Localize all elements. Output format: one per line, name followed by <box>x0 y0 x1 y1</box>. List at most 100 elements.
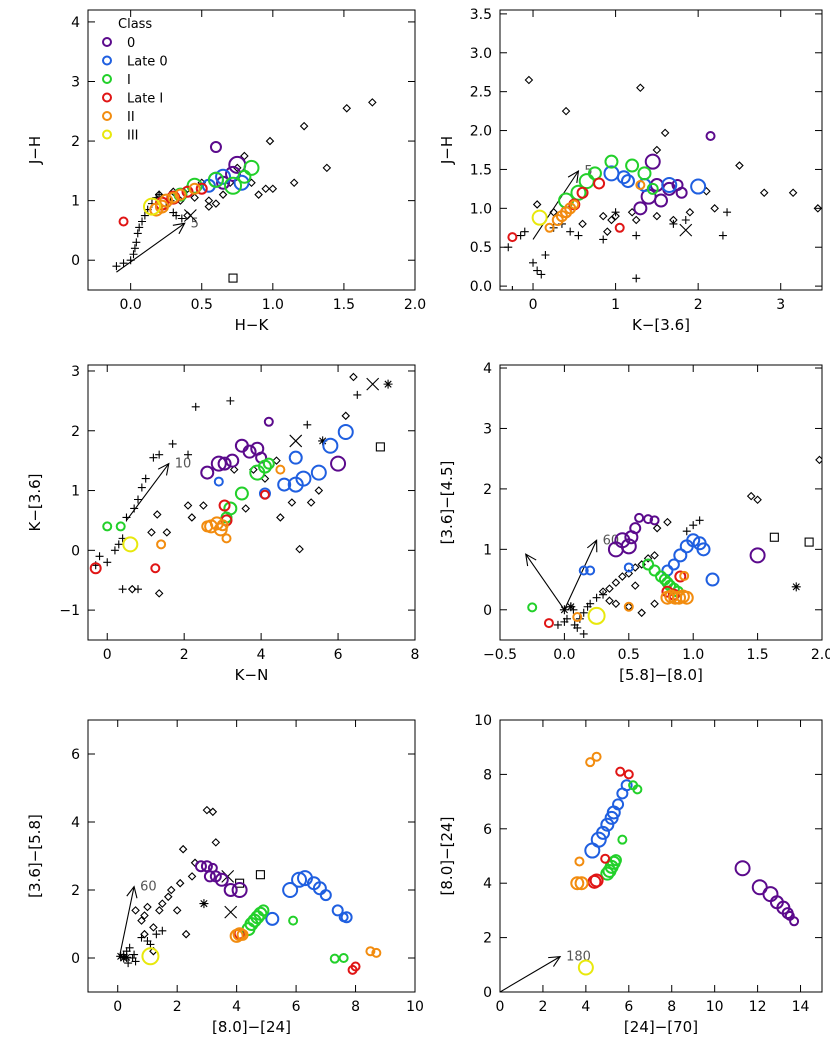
plus-point <box>149 453 158 462</box>
plus-point <box>184 450 193 459</box>
x-tick-label: 2 <box>173 999 182 1015</box>
plus-point <box>537 270 546 279</box>
class-late-i-point <box>543 618 554 629</box>
class-late-i-point <box>614 222 625 233</box>
class-0-point <box>644 153 661 170</box>
class-ii-point <box>275 464 286 475</box>
diamond-point <box>211 838 221 847</box>
class-i-point <box>600 866 615 881</box>
plus-point <box>516 231 525 240</box>
asterisk-point <box>566 602 576 612</box>
square-point <box>255 870 265 880</box>
x-tick-label: 14 <box>792 999 810 1015</box>
plus-point <box>172 211 181 220</box>
plus-point <box>695 516 704 525</box>
x-tick-label: 1.0 <box>682 647 704 663</box>
diamond-point <box>598 211 608 221</box>
y-tick-label: 4 <box>71 15 80 31</box>
plus-point <box>140 211 149 220</box>
extinction-arrow-label: 180 <box>566 950 591 965</box>
class-late-0-point <box>690 178 707 195</box>
diamond-point <box>663 517 672 527</box>
diamond-point <box>202 805 212 815</box>
class-0-point <box>629 522 642 535</box>
extinction-arrow-head <box>525 553 537 567</box>
y-axis-label: [3.6]−[5.8] <box>26 814 44 898</box>
x-tick-label: 4 <box>232 999 241 1015</box>
diamond-point <box>618 572 627 581</box>
class-late-0-point <box>600 817 615 832</box>
x-tick-label: 8 <box>667 999 676 1015</box>
class-ii-point <box>371 947 382 958</box>
diamond-point <box>147 528 156 537</box>
diamond-point <box>143 902 152 912</box>
class-0-point <box>634 512 645 523</box>
class-late-i-point <box>218 499 231 512</box>
extinction-arrow-head <box>548 955 562 967</box>
class-late-i-point <box>615 766 626 777</box>
diamond-point <box>342 104 352 113</box>
x-tick-label: 0 <box>529 297 538 313</box>
class-i-point <box>243 159 260 176</box>
plus-point <box>592 593 601 602</box>
class-late-i-point <box>576 186 589 199</box>
y-tick-label: 2 <box>71 424 80 440</box>
y-tick-label: 4 <box>71 815 80 831</box>
x-tick-label: 0 <box>496 999 505 1015</box>
x-tick-label: 1.5 <box>746 647 768 663</box>
class-i-point <box>527 602 538 613</box>
plus-point <box>689 521 698 530</box>
data-layer: 60 <box>116 805 382 975</box>
class-0-point <box>734 860 751 877</box>
diamond-point <box>131 906 140 915</box>
plus-point <box>112 262 121 271</box>
x-tick-label: 1.0 <box>262 297 284 313</box>
diamond-point <box>669 215 678 225</box>
diamond-point <box>578 219 587 229</box>
legend-marker <box>102 111 112 121</box>
legend-marker <box>102 37 112 47</box>
class-late-0-point <box>673 548 688 563</box>
plus-point <box>130 504 139 513</box>
cross-point <box>679 223 693 237</box>
plus-point <box>632 274 641 283</box>
plus-point <box>146 940 155 949</box>
x-axis-label: [24]−[70] <box>624 1018 698 1036</box>
class-iii-point <box>122 536 139 553</box>
class-late-i-point <box>259 489 270 500</box>
plus-point <box>95 552 104 561</box>
class-i-point <box>329 953 340 964</box>
class-late-0-point <box>616 170 631 185</box>
diamond-point <box>187 872 197 881</box>
diamond-point <box>211 199 221 208</box>
plus-point <box>114 540 123 549</box>
x-tick-label: 12 <box>749 999 767 1015</box>
cross-point <box>366 377 380 391</box>
x-axis-label: K−N <box>235 666 269 684</box>
class-i-point <box>604 154 619 169</box>
x-tick-label: −0.5 <box>483 647 517 663</box>
x-tick-label: 3 <box>776 297 785 313</box>
asterisk-point <box>318 436 328 446</box>
class-late-i-point <box>181 185 194 198</box>
class-late-0-point <box>578 565 589 576</box>
plus-point <box>132 238 141 247</box>
class-0-point <box>633 201 648 216</box>
class-ii-point <box>174 188 187 201</box>
legend-entry: Late I <box>127 92 163 107</box>
y-tick-label: 0 <box>71 951 80 967</box>
diamond-point <box>127 584 137 594</box>
y-tick-label: 0.5 <box>470 240 492 256</box>
y-tick-label: 3 <box>71 364 80 380</box>
plus-point <box>122 513 131 522</box>
class-late-0-point <box>590 831 607 848</box>
y-tick-label: 0 <box>483 603 492 619</box>
plus-point <box>303 420 312 429</box>
extinction-arrow <box>126 463 170 521</box>
class-ii-point <box>544 222 555 233</box>
class-late-0-point <box>585 565 596 576</box>
plus-point <box>155 450 164 459</box>
plus-point <box>119 259 128 268</box>
